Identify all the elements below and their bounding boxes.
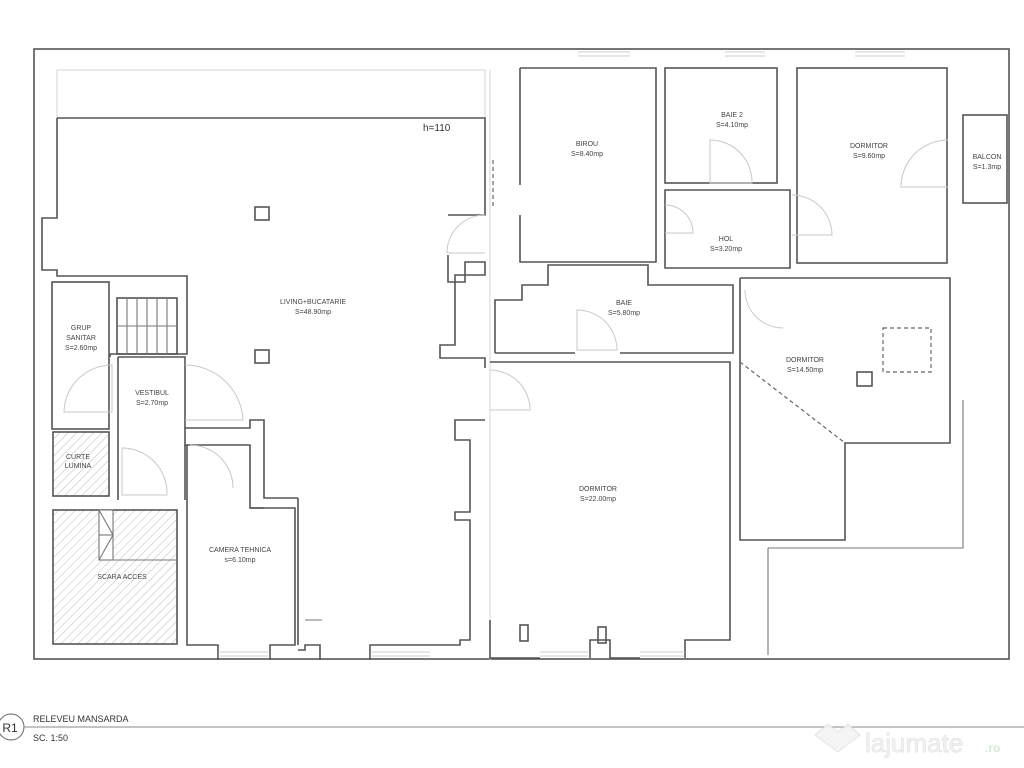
room-outline-baie	[494, 264, 734, 354]
room-outline-grup-sanitar	[51, 281, 110, 430]
svg-text:S=5.80mp: S=5.80mp	[608, 310, 640, 317]
svg-text:VESTIBUL: VESTIBUL	[135, 390, 169, 397]
room-outline-curte-lumina	[52, 431, 110, 497]
drawing-title: RELEVEU MANSARDA	[33, 714, 129, 724]
badge-label: R1	[2, 721, 18, 735]
svg-text:BAIE: BAIE	[616, 300, 632, 307]
svg-text:.ro: .ro	[985, 741, 1000, 755]
svg-text:S=22.00mp: S=22.00mp	[580, 496, 616, 503]
watermark: lajumate .ro	[814, 723, 1000, 758]
room-outline-dormitor-1	[796, 67, 948, 264]
stairs-icon	[116, 297, 178, 355]
room-outline-dormitor-3	[489, 361, 731, 659]
room-label-dormitor-2: DORMITOR S=14.50mp	[786, 357, 824, 374]
room-label-dormitor-1: DORMITOR S=9.60mp	[850, 143, 888, 160]
room-label-hol: HOL S=3.20mp	[710, 236, 742, 253]
room-outline-dormitor-2	[739, 277, 951, 541]
room-label-scara-acces: SCARA ACCES	[97, 574, 147, 581]
svg-text:HOL: HOL	[719, 236, 734, 243]
window-icon	[218, 51, 905, 657]
svg-text:SANITAR: SANITAR	[66, 335, 96, 342]
drawing-scale: SC. 1:50	[33, 733, 68, 743]
svg-text:S=1.3mp: S=1.3mp	[973, 164, 1001, 171]
room-label-dormitor-3: DORMITOR S=22.00mp	[579, 486, 617, 503]
svg-text:S=14.50mp: S=14.50mp	[787, 367, 823, 374]
room-outline-scara-acces	[52, 509, 178, 645]
title-block: R1 RELEVEU MANSARDA SC. 1:50	[0, 713, 1024, 743]
room-label-baie: BAIE S=5.80mp	[608, 300, 640, 317]
room-label-living: LIVING+BUCATARIE S=48.90mp	[280, 299, 346, 316]
room-label-birou: BIROU S=8.40mp	[571, 141, 603, 158]
svg-text:BIROU: BIROU	[576, 141, 598, 148]
room-label-camera-tehnica: CAMERA TEHNICA s=6.10mp	[209, 547, 271, 564]
svg-text:LIVING+BUCATARIE: LIVING+BUCATARIE	[280, 299, 346, 306]
watermark-logo-icon	[814, 723, 861, 753]
svg-text:S=4.10mp: S=4.10mp	[716, 122, 748, 129]
svg-text:S=2.60mp: S=2.60mp	[65, 345, 97, 352]
svg-text:S=48.90mp: S=48.90mp	[295, 309, 331, 316]
svg-text:S=8.40mp: S=8.40mp	[571, 151, 603, 158]
room-label-balcon: BALCON S=1.3mp	[973, 154, 1002, 171]
svg-text:SCARA ACCES: SCARA ACCES	[97, 574, 147, 581]
room-outline-balcon	[962, 114, 1008, 204]
svg-text:BALCON: BALCON	[973, 154, 1002, 161]
svg-text:CAMERA TEHNICA: CAMERA TEHNICA	[209, 547, 271, 554]
room-label-baie-2: BAIE 2 S=4.10mp	[716, 112, 748, 129]
column-icon	[254, 349, 270, 364]
column-icon	[856, 371, 873, 387]
svg-text:GRUP: GRUP	[71, 325, 92, 332]
room-label-vestibul: VESTIBUL S=2.70mp	[135, 390, 169, 407]
room-outline-birou	[519, 67, 657, 263]
svg-text:S=2.70mp: S=2.70mp	[136, 400, 168, 407]
svg-text:S=3.20mp: S=3.20mp	[710, 246, 742, 253]
svg-text:DORMITOR: DORMITOR	[850, 143, 888, 150]
height-annotation: h=110	[423, 123, 451, 134]
column-icon	[254, 206, 270, 221]
room-label-curte-lumina: CURTE LUMINA	[65, 454, 92, 470]
svg-text:BAIE 2: BAIE 2	[721, 112, 743, 119]
svg-text:LUMINA: LUMINA	[65, 463, 92, 470]
svg-text:s=6.10mp: s=6.10mp	[225, 557, 256, 564]
svg-text:lajumate: lajumate	[865, 728, 963, 758]
svg-text:S=9.60mp: S=9.60mp	[853, 153, 885, 160]
outer-boundary	[33, 48, 1010, 660]
svg-text:DORMITOR: DORMITOR	[786, 357, 824, 364]
svg-text:CURTE: CURTE	[66, 454, 90, 461]
room-outline-camera-tehnica	[186, 445, 296, 660]
svg-text:DORMITOR: DORMITOR	[579, 486, 617, 493]
room-outline-living	[57, 117, 486, 660]
room-outline-hol	[664, 189, 791, 269]
room-label-grup-sanitar: GRUP SANITAR S=2.60mp	[65, 325, 97, 352]
